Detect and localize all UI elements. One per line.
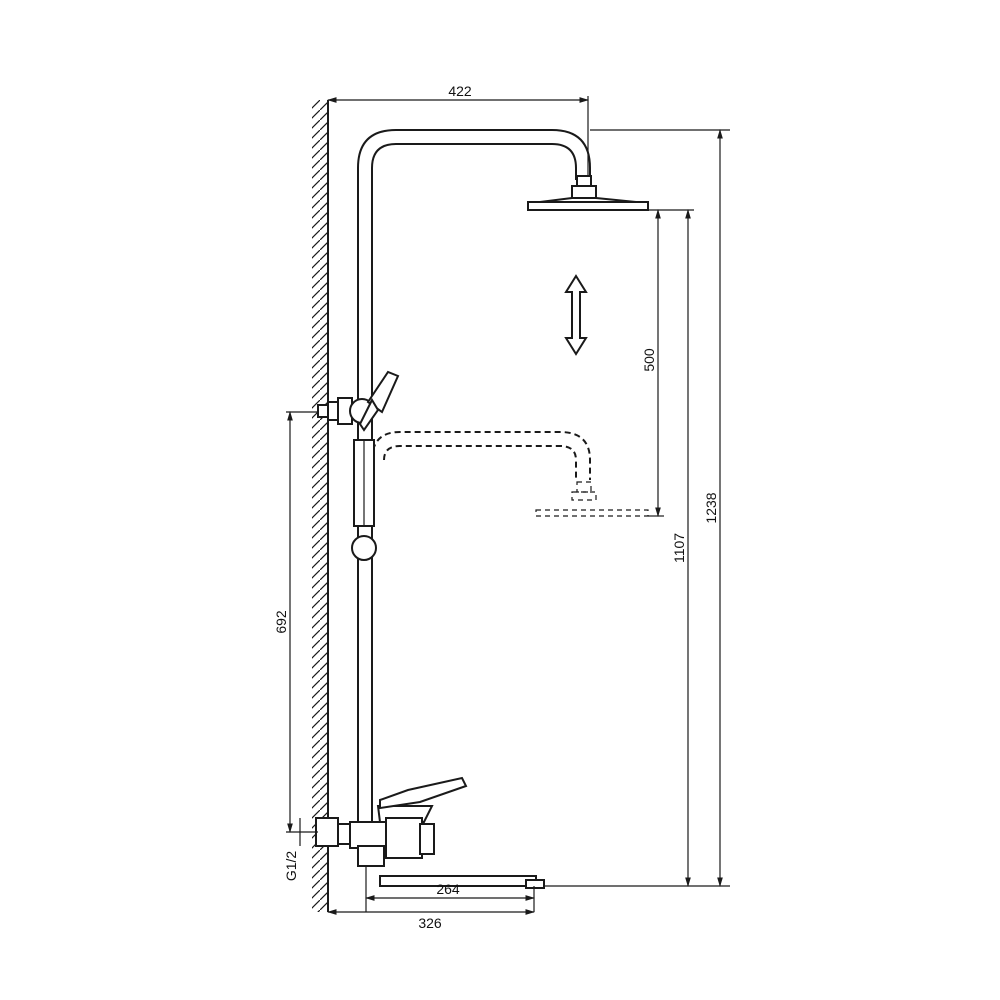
shower-arm-lower-dashed [371,431,649,517]
dim-head-height-low: 1107 [671,533,687,563]
wall-bracket-top [317,401,339,421]
hand-shower-holder [337,370,400,432]
dim-mixer-depth: 326 [418,915,442,931]
hand-shower-slide [351,439,377,561]
double-vertical-arrow-icon [564,274,588,356]
dim-total-height: 1238 [703,492,719,523]
wall [312,100,329,912]
shower-head-top [527,175,649,211]
dim-slide-bar-height: 692 [273,610,289,634]
mixer-faucet [315,776,545,889]
dim-arm-reach: 422 [448,83,472,99]
dim-inlet-thread: G1/2 [283,851,299,882]
riser-pipe [357,129,591,830]
dim-spout-length: 264 [436,881,460,897]
dimension-lines [286,96,730,915]
dim-height-adjust: 500 [641,348,657,372]
